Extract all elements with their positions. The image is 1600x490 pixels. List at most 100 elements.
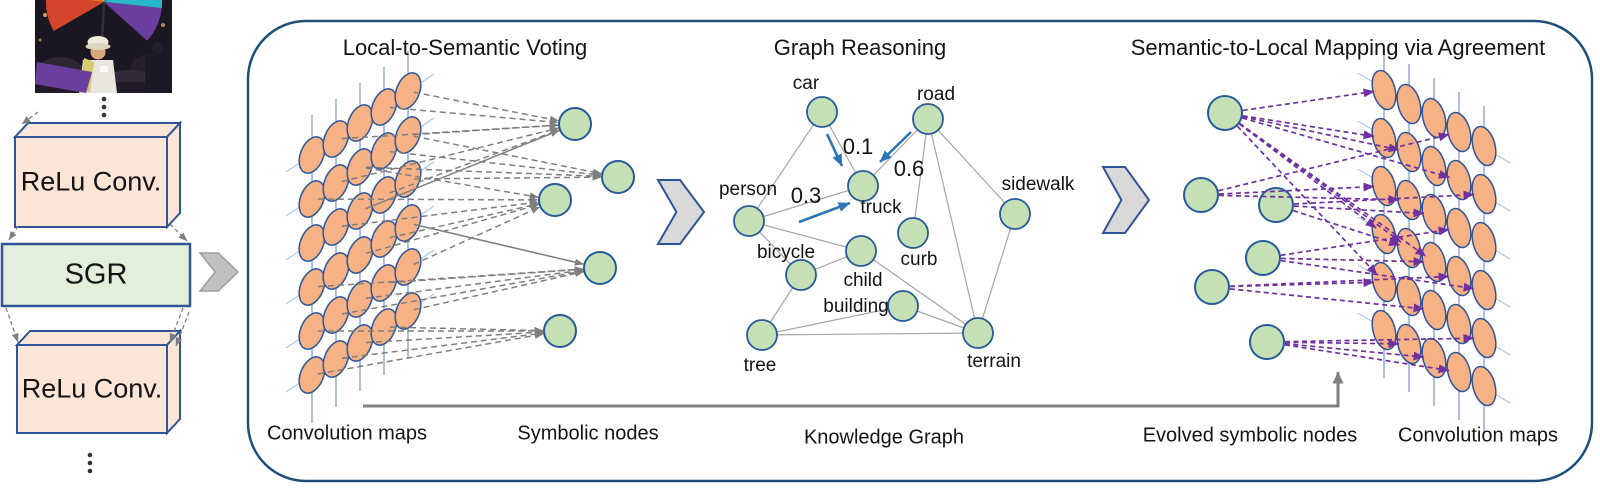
chevron-flow-arrow [656,179,706,245]
sgr-box [0,242,192,308]
conv-map-ellipse [322,164,350,202]
voting-arrow [341,269,584,315]
sgr-front-face [0,242,192,308]
ellipsis-bottom-dot [87,452,93,458]
relu-conv-box [14,328,183,436]
box-side-face [166,120,181,230]
voting-arrow [413,135,602,176]
mapping-arrow [1236,125,1378,276]
symbolic-node [538,183,572,217]
conv-map-ellipse [322,208,350,246]
attention-arrow [825,133,844,167]
conv-map-ellipse [298,312,326,350]
voting-arrow [341,199,539,228]
mapping-arrow [1229,272,1450,288]
evolved-symbolic-node [1207,95,1243,131]
voting-arrow [413,173,602,181]
ellipsis-bottom-dot [87,460,93,466]
relu-conv-box [12,120,183,230]
voting-arrow [413,223,584,266]
conv-map-ellipse [1471,269,1497,311]
conv-map-ellipse [370,220,398,258]
voting-arrow [413,270,584,311]
symbolic-node [601,160,635,194]
ellipsis-top-dot [101,112,107,118]
mapping-arrows [1218,88,1475,374]
conv-map-ellipse [298,268,326,306]
edge-sidewalk-terrain [977,213,1016,334]
edge-person-child [748,220,862,252]
mapping-arrow [1280,226,1450,257]
graph-node-road [912,103,944,135]
pipeline-connector-arrow [169,307,184,343]
conv-map-ellipse [346,192,374,230]
input-photo [35,0,172,93]
voting-arrow [389,106,559,126]
mapping-arrow [1229,288,1425,313]
edge-tree-building [761,305,904,336]
box-front-face [14,136,168,228]
conv-map-ellipse [1421,289,1447,331]
conv-map-ellipse [298,180,326,218]
conv-map-ellipse [322,340,350,378]
mapping-arrow [1292,209,1400,246]
graph-node-curb [897,217,929,249]
ellipsis-bottom-dot [87,468,93,474]
person-with-flag [35,36,172,93]
mapping-arrow [1284,342,1425,361]
graph-node-car [806,96,838,128]
feedback-line-arrow [363,371,1344,408]
voting-arrow [413,91,559,123]
edge-person-truck [748,185,864,222]
mapping-arrow [1242,88,1375,112]
conv-map-ellipse [346,236,374,274]
pipeline-connector-arrow [169,223,188,242]
conv-map-ellipse [370,308,398,346]
conv-map-ellipse [1471,365,1497,407]
conv-map-ellipse [370,132,398,170]
edge-car-person [748,111,823,222]
mapping-arrow [1242,117,1450,179]
box-top-face [14,330,183,346]
mapping-arrow [1229,278,1375,288]
conv-map-ellipse [1446,303,1472,345]
conv-map-ellipse [298,136,326,174]
conv-map-ellipse [298,356,326,394]
evolved-symbolic-node [1258,187,1294,223]
voting-conv-lattice [285,51,435,423]
graph-node-truck [847,170,879,202]
conv-map-ellipse [1471,125,1497,167]
edge-road-sidewalk [927,118,1016,215]
chevron-flow-arrow [198,252,240,292]
voting-arrow [365,166,602,180]
symbolic-node [543,314,577,348]
voting-arrow [365,129,560,210]
graph-node-tree [746,319,778,351]
conv-map-ellipse [370,88,398,126]
voting-arrow [317,266,584,288]
evolved-symbolic-node [1194,269,1230,305]
conv-map-ellipse [1396,83,1422,125]
edge-road-terrain [927,118,979,334]
pipeline-connector-arrow [175,311,190,347]
conv-map-ellipse [346,280,374,318]
attention-arrow [879,131,912,163]
mapping-arrow [1293,205,1425,218]
edge-tree-terrain [761,332,979,336]
evolved-symbolic-node [1245,240,1281,276]
voting-arrow [365,267,584,299]
box-top-face [12,122,183,138]
mapping-arrow [1280,257,1425,267]
graph-node-bicycle [785,259,817,291]
voting-arrow [389,202,539,239]
voting-arrow [317,332,544,375]
mapping-arrow [1284,343,1450,374]
voting-arrow [341,330,544,360]
symbolic-node [583,251,617,285]
graph-node-person [733,205,765,237]
voting-arrow [413,206,540,266]
mapping-arrow [1284,339,1400,349]
pipeline-connector-arrow [5,307,19,343]
voting-arrow [389,326,544,334]
